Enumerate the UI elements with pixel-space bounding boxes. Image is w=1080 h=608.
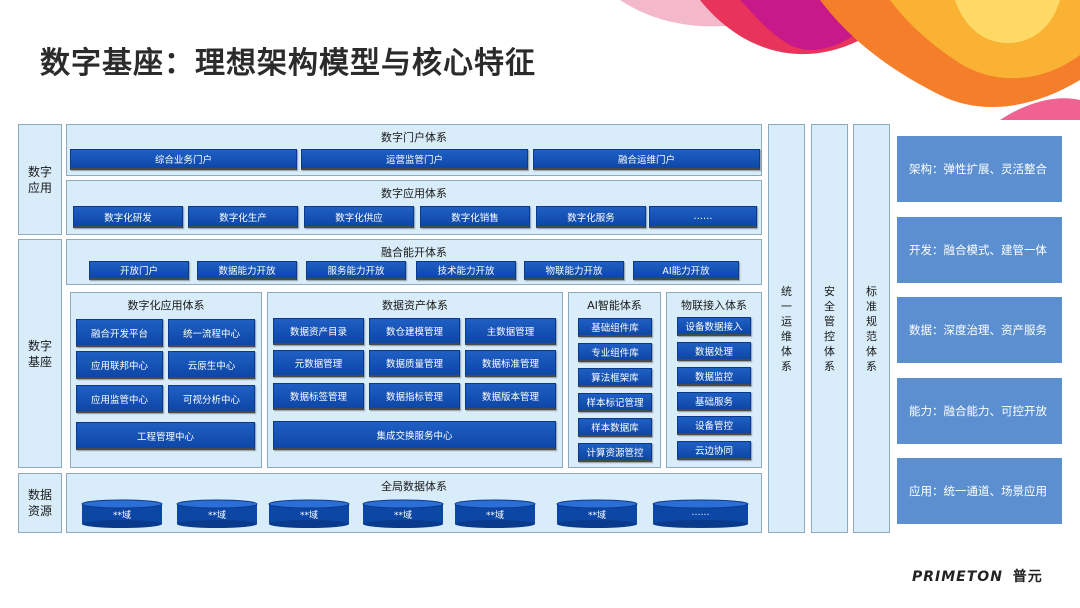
- dataasset-title: 数据资产体系: [382, 299, 448, 312]
- iot-item-2[interactable]: 数据处理: [677, 342, 751, 361]
- dataasset-panel: 数据资产体系 数据资产目录 数仓建模管理 主数据管理 元数据管理 数据质量管理 …: [267, 292, 563, 468]
- dataasset-wide-item[interactable]: 集成交换服务中心: [273, 421, 556, 450]
- ai-item-6[interactable]: 计算资源管控: [578, 443, 652, 462]
- digiapp-wide-item[interactable]: 工程管理中心: [76, 422, 255, 450]
- portal-title: 数字门户体系: [381, 131, 447, 144]
- digiapp-item-1[interactable]: 融合开发平台: [76, 319, 163, 347]
- open-panel: 融合能开体系 开放门户 数据能力开放 服务能力开放 技术能力开放 物联能力开放 …: [66, 239, 762, 285]
- app-item-2[interactable]: 数字化生产: [188, 206, 298, 228]
- app-item-5[interactable]: 数字化服务: [536, 206, 646, 228]
- portal-item-1[interactable]: 综合业务门户: [70, 149, 297, 170]
- iot-title: 物联接入体系: [681, 299, 747, 312]
- database-icon: [81, 499, 163, 528]
- open-item-5[interactable]: 物联能力开放: [524, 261, 624, 280]
- digiapp-item-2[interactable]: 统一流程中心: [168, 319, 255, 347]
- feature-capability: 能力：融合能力、可控开放: [897, 378, 1062, 444]
- database-icon: [268, 499, 350, 528]
- ai-item-4[interactable]: 样本标记管理: [578, 393, 652, 412]
- app-title: 数字应用体系: [381, 187, 447, 200]
- open-item-3[interactable]: 服务能力开放: [306, 261, 406, 280]
- app-item-3[interactable]: 数字化供应: [304, 206, 414, 228]
- database-domain-4[interactable]: **域: [362, 499, 444, 529]
- dataasset-item-1[interactable]: 数据资产目录: [273, 318, 364, 345]
- app-item-more[interactable]: ……: [649, 206, 757, 228]
- ai-item-1[interactable]: 基础组件库: [578, 318, 652, 337]
- open-item-1[interactable]: 开放门户: [89, 261, 189, 280]
- database-icon: [454, 499, 536, 528]
- database-label: ……: [691, 508, 710, 518]
- database-label: **域: [112, 511, 131, 521]
- digiapp-item-3[interactable]: 应用联邦中心: [76, 351, 163, 379]
- portal-item-2[interactable]: 运营监管门户: [301, 149, 528, 170]
- dataasset-item-2[interactable]: 数仓建模管理: [369, 318, 460, 345]
- open-item-6[interactable]: AI能力开放: [633, 261, 739, 280]
- vertical-ops-system: 统一运维体系: [768, 124, 805, 533]
- vertical-security-system: 安全管控体系: [811, 124, 848, 533]
- primeton-logo: PRIMETON 普元: [912, 569, 1043, 585]
- iot-item-3[interactable]: 数据监控: [677, 367, 751, 386]
- side-label-digital-app: 数字应用: [18, 124, 62, 235]
- app-item-1[interactable]: 数字化研发: [73, 206, 183, 228]
- digiapp-item-4[interactable]: 云原生中心: [168, 351, 255, 379]
- page-title: 数字基座：理想架构模型与核心特征: [40, 46, 536, 81]
- ai-item-2[interactable]: 专业组件库: [578, 343, 652, 362]
- ai-item-3[interactable]: 算法框架库: [578, 368, 652, 387]
- portal-item-3[interactable]: 融合运维门户: [533, 149, 760, 170]
- digiapp-panel: 数字化应用体系 融合开发平台 统一流程中心 应用联邦中心 云原生中心 应用监管中…: [70, 292, 262, 468]
- database-icon: [556, 499, 638, 528]
- decorative-swirl: [560, 0, 1080, 120]
- feature-application: 应用：统一通道、场景应用: [897, 458, 1062, 524]
- open-item-2[interactable]: 数据能力开放: [197, 261, 297, 280]
- iot-item-1[interactable]: 设备数据接入: [677, 317, 751, 336]
- app-panel: 数字应用体系 数字化研发 数字化生产 数字化供应 数字化销售 数字化服务 ……: [66, 180, 762, 235]
- database-label: **域: [207, 511, 226, 521]
- open-item-4[interactable]: 技术能力开放: [416, 261, 516, 280]
- side-label-digital-base: 数字基座: [18, 239, 62, 468]
- dataasset-item-4[interactable]: 元数据管理: [273, 350, 364, 377]
- iot-item-4[interactable]: 基础服务: [677, 392, 751, 411]
- database-domain-6[interactable]: **域: [556, 499, 638, 529]
- global-title: 全局数据体系: [381, 480, 447, 493]
- dataasset-item-7[interactable]: 数据标签管理: [273, 383, 364, 410]
- app-item-4[interactable]: 数字化销售: [420, 206, 530, 228]
- database-label: **域: [299, 511, 318, 521]
- ai-title: AI智能体系: [587, 299, 642, 312]
- digiapp-item-5[interactable]: 应用监管中心: [76, 385, 163, 413]
- dataasset-item-8[interactable]: 数据指标管理: [369, 383, 460, 410]
- dataasset-item-5[interactable]: 数据质量管理: [369, 350, 460, 377]
- database-icon: [652, 499, 749, 528]
- database-domain-5[interactable]: **域: [454, 499, 536, 529]
- database-domain-3[interactable]: **域: [268, 499, 350, 529]
- database-domain-1[interactable]: **域: [81, 499, 163, 529]
- digiapp-item-6[interactable]: 可视分析中心: [168, 385, 255, 413]
- feature-development: 开发：融合模式、建管一体: [897, 217, 1062, 283]
- database-label: **域: [587, 511, 606, 521]
- digiapp-title: 数字化应用体系: [127, 299, 205, 312]
- open-title: 融合能开体系: [381, 246, 447, 259]
- iot-item-5[interactable]: 设备管控: [677, 416, 751, 435]
- iot-item-6[interactable]: 云边协同: [677, 441, 751, 460]
- ai-panel: AI智能体系 基础组件库 专业组件库 算法框架库 样本标记管理 样本数据库 计算…: [568, 292, 661, 468]
- database-label: **域: [485, 511, 504, 521]
- side-label-data-resource: 数据资源: [18, 473, 62, 533]
- database-domain-2[interactable]: **域: [176, 499, 258, 529]
- vertical-standards-system: 标准规范体系: [853, 124, 890, 533]
- global-panel: 全局数据体系 **域 **域 **域 **域 **域 **域 ……: [66, 473, 762, 533]
- feature-data: 数据：深度治理、资产服务: [897, 297, 1062, 363]
- ai-item-5[interactable]: 样本数据库: [578, 418, 652, 437]
- database-icon: [176, 499, 258, 528]
- iot-panel: 物联接入体系 设备数据接入 数据处理 数据监控 基础服务 设备管控 云边协同: [666, 292, 762, 468]
- database-icon: [362, 499, 444, 528]
- database-label: **域: [393, 511, 412, 521]
- dataasset-item-6[interactable]: 数据标准管理: [465, 350, 556, 377]
- dataasset-item-3[interactable]: 主数据管理: [465, 318, 556, 345]
- portal-panel: 数字门户体系 综合业务门户 运营监管门户 融合运维门户: [66, 124, 762, 176]
- dataasset-item-9[interactable]: 数据版本管理: [465, 383, 556, 410]
- database-domain-more[interactable]: ……: [652, 499, 749, 529]
- feature-architecture: 架构：弹性扩展、灵活整合: [897, 136, 1062, 202]
